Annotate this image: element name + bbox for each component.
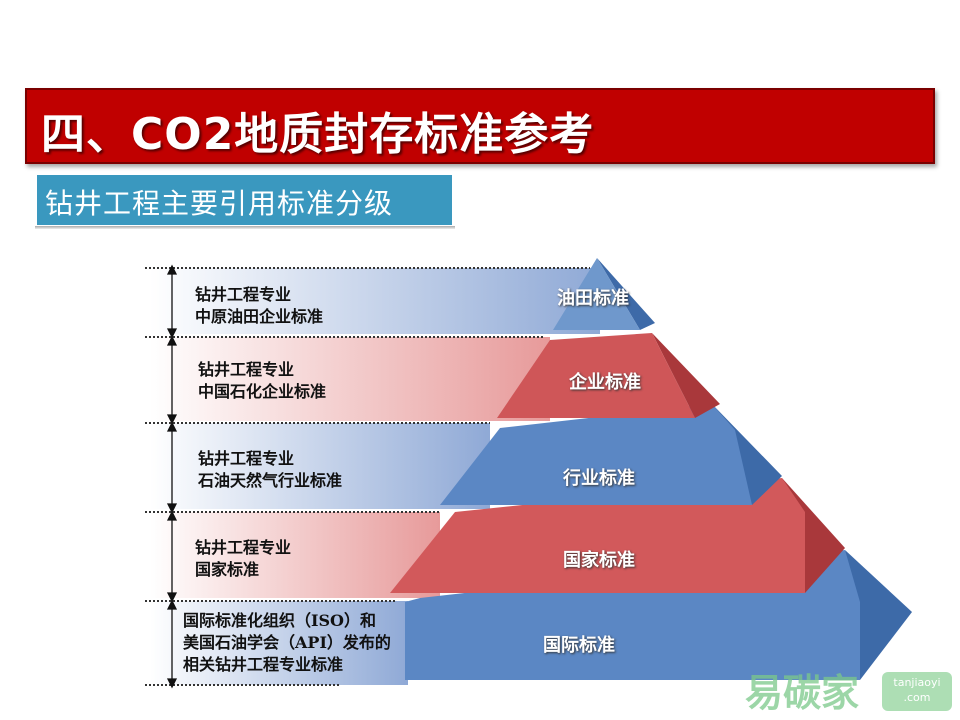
desc-line: 美国石油学会（API）发布的 <box>183 633 391 652</box>
subtitle: 钻井工程主要引用标准分级 <box>45 187 394 220</box>
pyramid-layer-3 <box>440 404 752 505</box>
watermark-logo: 易碳家 <box>745 662 859 717</box>
tier-label-industry: 行业标准 <box>563 468 635 489</box>
pyramid-layer-1 <box>553 258 640 330</box>
slide-title: 四、CO2地质封存标准参考 <box>41 109 595 160</box>
desc-line: 钻井工程专业 <box>195 285 292 304</box>
watermark-brand: 易碳家 <box>745 671 860 715</box>
level-1-desc: 钻井工程专业中原油田企业标准 <box>195 284 323 328</box>
band-3 <box>150 423 490 509</box>
subtitle-underline <box>35 226 455 229</box>
pyramid-layer-2 <box>497 333 695 418</box>
desc-line: 钻井工程专业 <box>198 449 295 468</box>
desc-line: 钻井工程专业 <box>195 538 292 557</box>
desc-line: 中原油田企业标准 <box>195 307 324 326</box>
span-arrows <box>166 264 178 689</box>
title-bar: 四、CO2地质封存标准参考 <box>25 88 935 164</box>
band-5 <box>150 601 408 685</box>
tier-label-national: 国家标准 <box>563 550 635 571</box>
band-1 <box>150 268 600 334</box>
pyramid-layer-5-side <box>845 550 912 680</box>
desc-line: 石油天然气行业标准 <box>198 471 343 490</box>
desc-line: 国际标准化组织（ISO）和 <box>183 611 376 630</box>
pyramid-layer-4 <box>390 478 805 593</box>
band-4 <box>150 512 440 598</box>
tier-label-international: 国际标准 <box>543 635 615 656</box>
pyramid-layer-2-side <box>652 333 720 418</box>
band-2 <box>150 337 550 421</box>
desc-line: 国家标准 <box>195 560 260 579</box>
tier-label-oilfield: 油田标准 <box>557 288 629 309</box>
desc-line: 相关钻井工程专业标准 <box>183 655 344 674</box>
level-2-desc: 钻井工程专业中国石化企业标准 <box>198 359 326 403</box>
level-5-desc: 国际标准化组织（ISO）和美国石油学会（API）发布的相关钻井工程专业标准 <box>183 610 391 676</box>
divider-lines <box>145 267 590 686</box>
watermark-site: tanjiaoyi .com <box>882 672 952 711</box>
desc-line: 中国石化企业标准 <box>198 382 327 401</box>
desc-line: 钻井工程专业 <box>198 360 295 379</box>
pyramid-layer-1-side <box>597 258 655 330</box>
subtitle-box: 钻井工程主要引用标准分级 <box>37 175 452 225</box>
level-4-desc: 钻井工程专业国家标准 <box>195 537 291 581</box>
level-3-desc: 钻井工程专业石油天然气行业标准 <box>198 448 342 492</box>
watermark-site-line: .com <box>903 691 931 704</box>
watermark-site-line: tanjiaoyi <box>893 676 941 689</box>
tier-label-enterprise: 企业标准 <box>569 372 641 393</box>
